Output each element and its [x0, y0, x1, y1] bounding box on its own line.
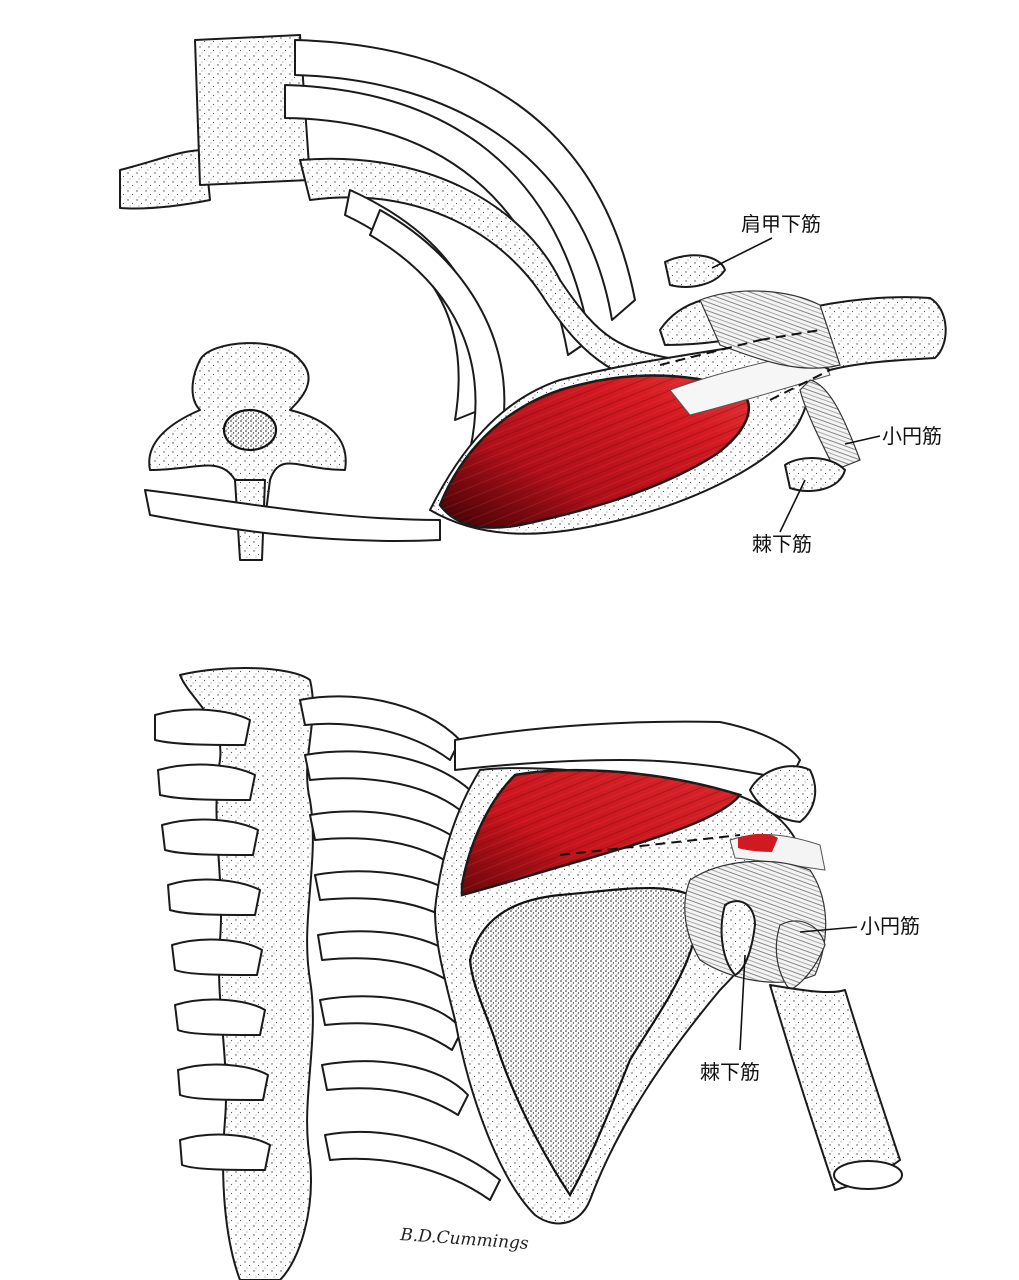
label-infraspinatus-top: 棘下筋	[752, 532, 812, 556]
vertebra-canal-top	[222, 408, 278, 452]
label-teres-minor-bottom: 小円筋	[860, 914, 920, 938]
scapula-fossa-bottom	[468, 886, 702, 1198]
label-subscapularis-top: 肩甲下筋	[741, 212, 821, 236]
dashed-line-top-2	[769, 369, 831, 401]
rib-b-7	[321, 1060, 469, 1116]
label-teres-minor-top: 小円筋	[882, 424, 942, 448]
humerus-end-bottom	[833, 1160, 903, 1190]
rib-2-top	[284, 84, 591, 356]
teres-minor-bottom	[775, 920, 826, 991]
rib-b-1	[299, 695, 461, 761]
rib-b-6	[319, 995, 463, 1051]
supraspinatus-insertion-red	[738, 833, 778, 852]
supraspinatus-striae-bottom	[462, 770, 740, 895]
leader-subscapularis-top	[711, 237, 773, 269]
rib-b-2	[304, 750, 471, 811]
vertebra-process-1	[154, 708, 251, 746]
rotator-tendons-top	[699, 290, 841, 369]
leader-infraspinatus-bottom	[739, 954, 746, 1051]
infraspinatus-insertion-bottom	[720, 900, 756, 976]
subscapularis-striae-top	[440, 375, 749, 528]
vertebra-process-5	[171, 938, 263, 976]
leader-infraspinatus-top	[779, 479, 806, 533]
vertebra-process-8	[179, 1133, 271, 1171]
dashed-line-top	[659, 329, 821, 366]
vertebra-process-6	[174, 998, 266, 1036]
coracoid-top	[664, 254, 726, 288]
rib-5-top	[369, 209, 506, 451]
bottom-figure: 小円筋 棘下筋 B.D.Cummings	[154, 667, 920, 1280]
teres-minor-tendon-top	[799, 379, 861, 471]
top-figure: 肩甲下筋 小円筋 棘下筋	[119, 34, 947, 561]
humerus-bottom	[769, 984, 901, 1191]
dashed-line-bottom	[559, 834, 741, 856]
rib-lower-top	[144, 489, 441, 542]
label-infraspinatus-bottom: 棘下筋	[700, 1060, 760, 1084]
rib-1-top	[294, 39, 636, 321]
vertebra-process-4	[167, 878, 261, 916]
vertebra-process-7	[177, 1063, 269, 1101]
vertebra-process-2	[157, 763, 256, 801]
infraspinatus-insertion-top	[784, 457, 846, 492]
artist-signature: B.D.Cummings	[399, 1225, 530, 1254]
leader-teres-minor-top	[844, 435, 881, 445]
rib-b-8	[324, 1131, 501, 1201]
vertebra-process-3	[161, 818, 259, 856]
clavicle-top	[119, 149, 211, 210]
leader-teres-minor-bottom	[799, 926, 858, 933]
acromion-bottom	[749, 765, 817, 823]
